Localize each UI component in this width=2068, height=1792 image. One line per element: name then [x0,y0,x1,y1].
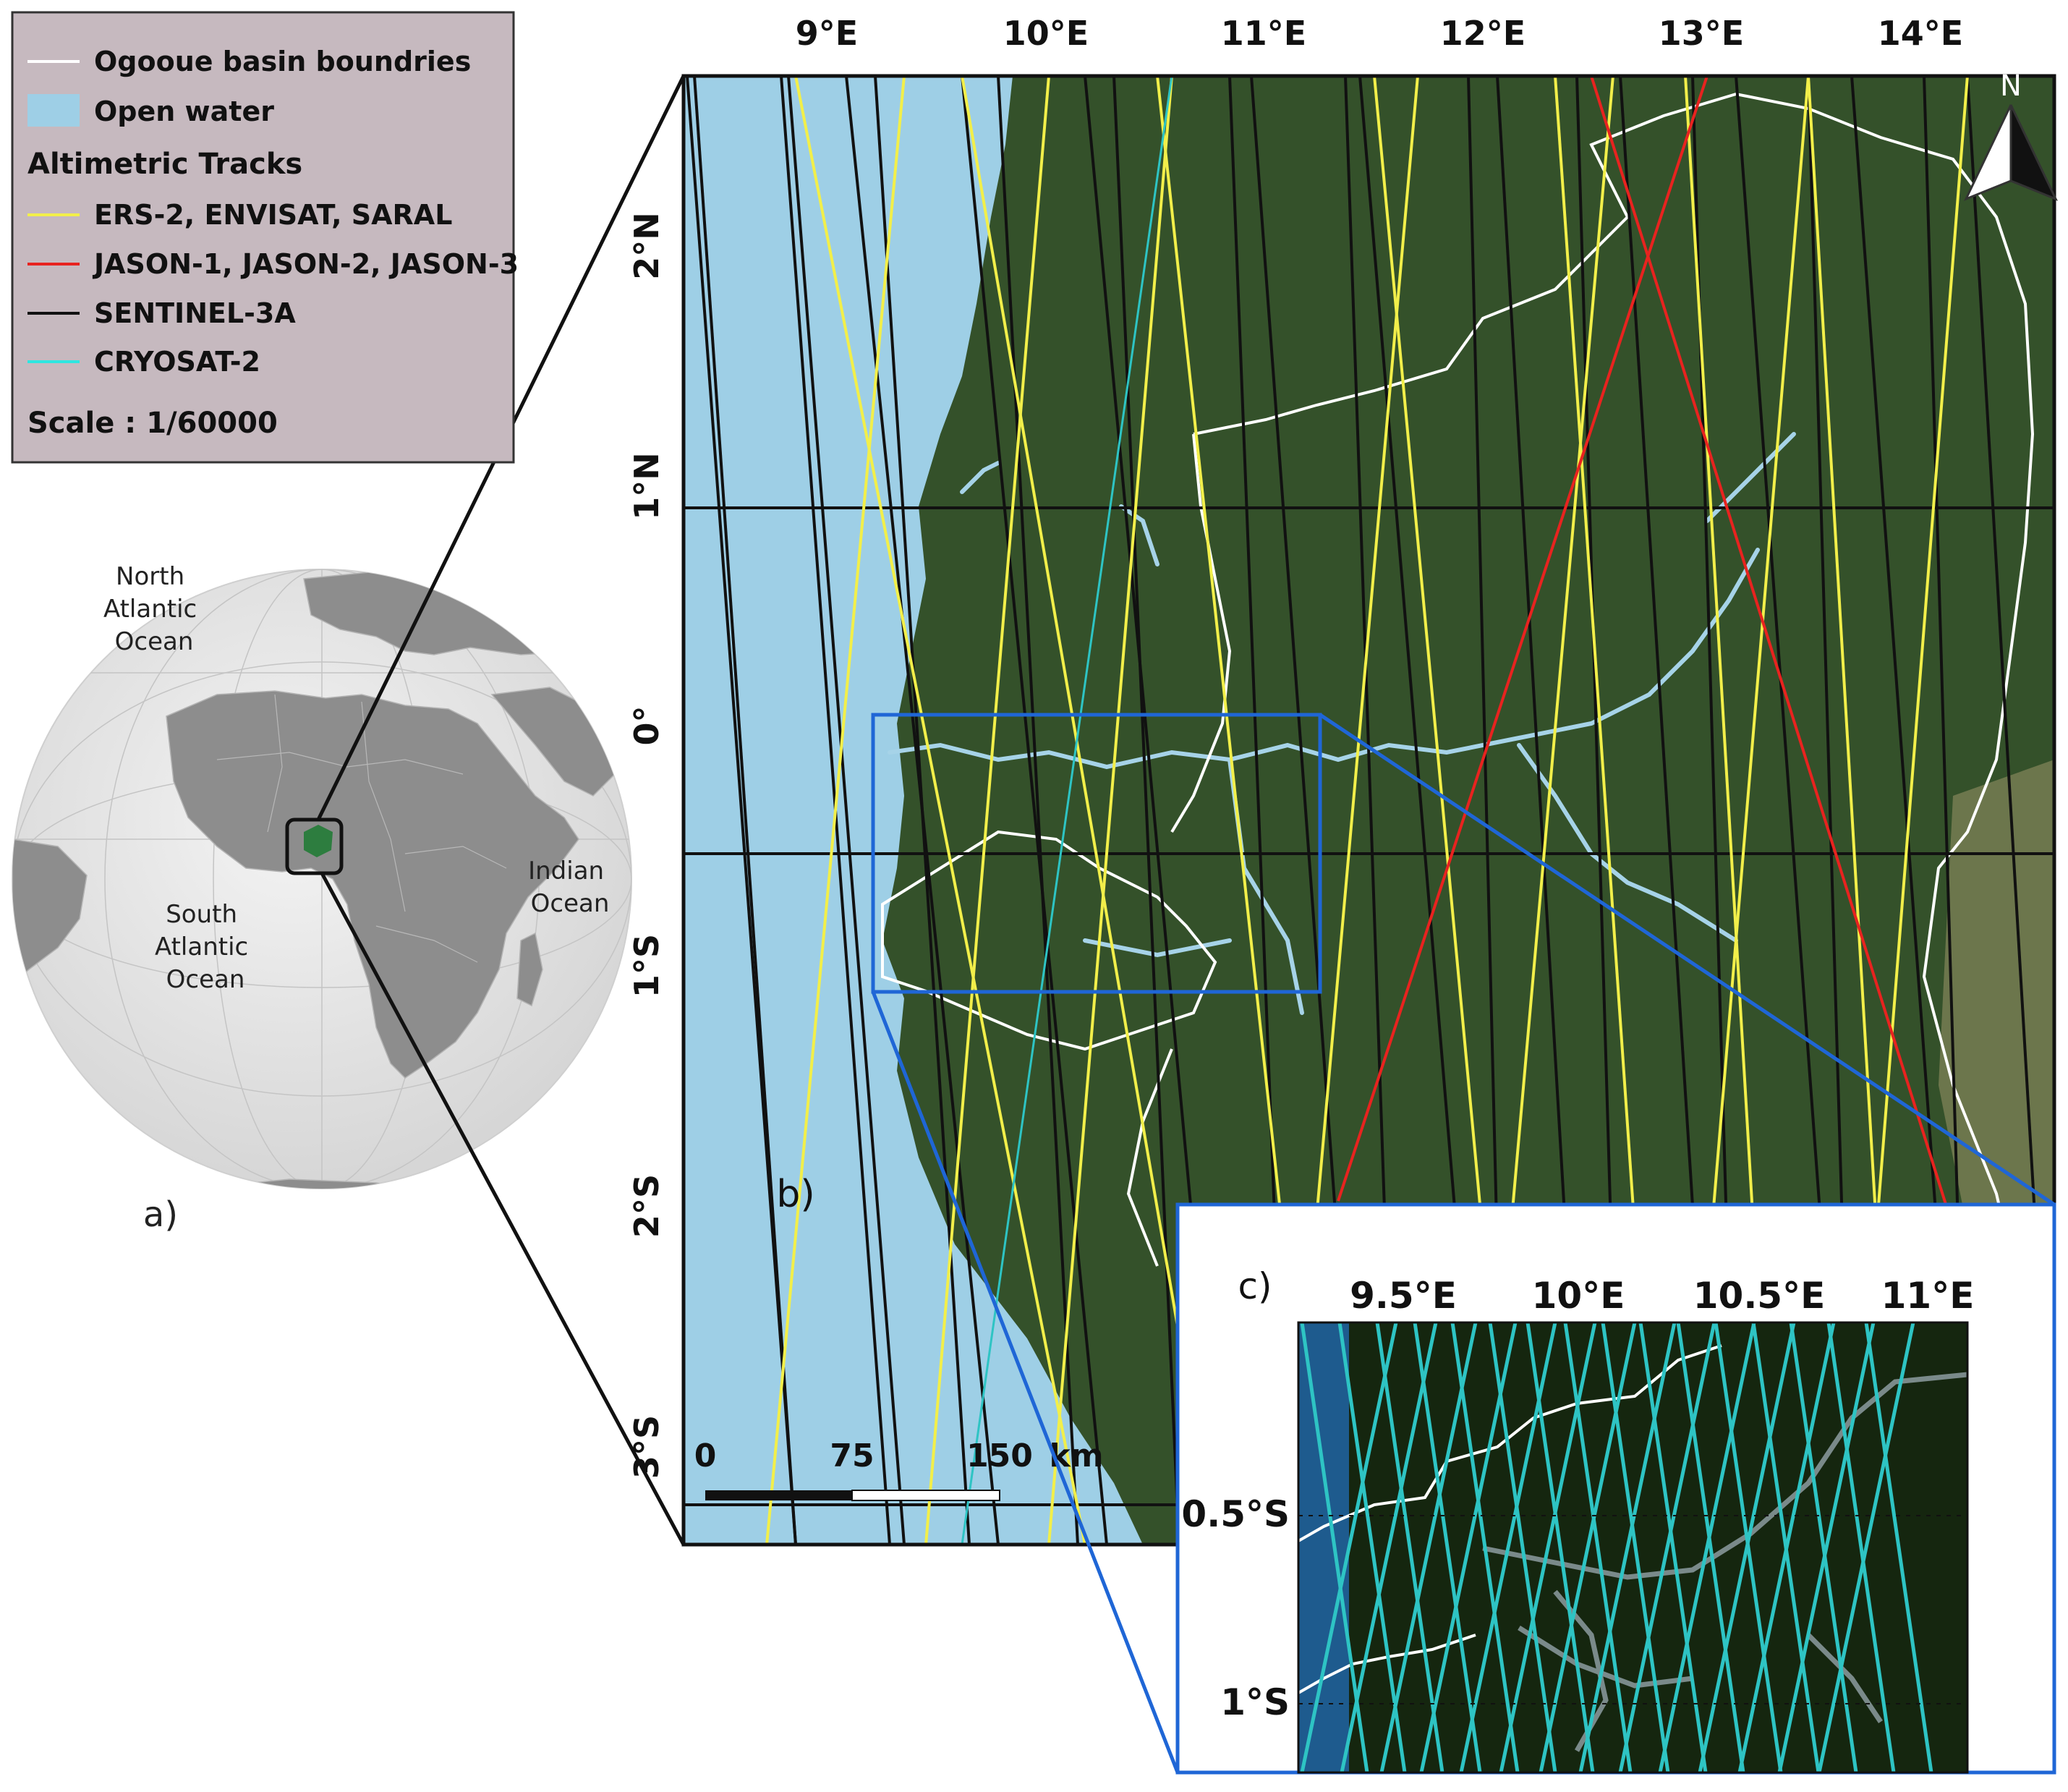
scale-bar: 0 75 150 km [694,1438,1104,1501]
north-arrow-label: N [2000,69,2022,103]
legend-swatch-water [27,94,80,127]
lon-tick-9e: 9°E [796,14,858,53]
ers-track-asc [1047,76,1173,1545]
ers-track-desc [961,76,1217,1545]
inset-track [1737,1322,1836,1772]
ocean-label-north-atlantic: North Atlantic Ocean [103,562,205,656]
inset-track [1698,1322,1796,1772]
inset-track [1676,1322,1745,1772]
lat-tick-1s: 1°S [627,934,666,998]
scale-bar-75: 75 [830,1438,874,1474]
ers-track-desc [794,76,1086,1545]
inset-track [1817,1322,1915,1772]
legend-label-basin: Ogooue basin boundries [94,46,471,77]
legend-heading-tracks: Altimetric Tracks [27,148,302,181]
zoom-connectors-b-c [871,713,2056,1773]
inset-lon-tick-10-5e: 10.5°E [1693,1275,1826,1317]
madagascar-shape [516,932,543,1007]
legend-label-cryosat: CRYOSAT-2 [94,346,260,378]
inset-track [1618,1322,1716,1772]
panel-c-inset: c) 9.5°E 10°E 10.5°E 11°E 0.5°S 1°S [1175,1202,2056,1775]
land-forest [882,76,2054,1545]
panel-b-label: b) [776,1173,814,1216]
lat-tick-1n: 1°N [627,452,666,520]
inset-track [1379,1322,1478,1772]
lat-tick-2s: 2°S [627,1174,666,1238]
inset-track [1450,1322,1520,1772]
legend-box: Ogooue basin boundries Open water Altime… [11,11,519,464]
panel-a-label: a) [143,1194,178,1235]
inset-cryosat-tracks [1300,1322,1933,1772]
inset-extent-box [871,713,1322,994]
inset-track [1375,1322,1444,1772]
cryosat-track [961,76,1173,1545]
lon-tick-10e: 10°E [1003,14,1089,53]
inset-track [1337,1322,1407,1772]
ocean-label-south-atlantic: South Atlantic Ocean [155,900,256,994]
africa-shape [166,690,579,1079]
lon-tick-11e: 11°E [1221,14,1306,53]
legend-label-jason: JASON-1, JASON-2, JASON-3 [92,248,519,280]
inset-track [1578,1322,1677,1772]
sentinel-track-desc [961,76,1108,1545]
globe-country-borders [216,694,507,963]
lon-tick-13e: 13°E [1659,14,1744,53]
north-arrow: N [1963,69,2059,201]
ers-track-asc [765,76,906,1545]
lon-tick-labels: 9°E 10°E 11°E 12°E 13°E 14°E [796,14,1963,53]
gabon-marker-fill [304,825,333,857]
scale-bar-150: 150 [966,1438,1033,1474]
inset-map-frame [1297,1321,1969,1774]
ers-track-asc [924,76,1050,1545]
panel-c-label: c) [1238,1265,1272,1307]
sentinel-track-asc [787,76,906,1545]
jason-track-desc [1590,76,1969,1274]
inset-track [1499,1322,1597,1772]
inset-track [1638,1322,1708,1772]
legend-label-water: Open water [94,95,274,127]
inset-track [1777,1322,1876,1772]
inset-gridlines [1298,1515,1967,1704]
inset-track [1419,1322,1518,1772]
sentinel-track-asc [874,76,971,1545]
lon-tick-14e: 14°E [1878,14,1963,53]
land-east-patch [1939,760,2054,1302]
gabon-locator-box [285,818,344,875]
legend-scale: Scale : 1/60000 [27,407,278,440]
inset-track [1413,1322,1482,1772]
inset-track [1459,1322,1557,1772]
inset-track [1826,1322,1896,1772]
legend-label-sentinel: SENTINEL-3A [94,297,296,329]
lat-tick-2n: 2°N [627,212,666,280]
sentinel-track-asc [997,76,1079,1545]
inset-track [1789,1322,1858,1772]
inset-track [1340,1322,1438,1772]
inset-lon-tick-11e: 11°E [1881,1275,1975,1317]
inset-lon-tick-10e: 10°E [1532,1275,1625,1317]
panel-a-globe: North Atlantic Ocean South Atlantic Ocea… [12,562,632,1235]
lat-tick-labels: 2°N 1°N 0° 1°S 2°S 3°S [627,212,666,1479]
inset-lat-tick-1s: 1°S [1220,1681,1290,1723]
legend-label-ers: ERS-2, ENVISAT, SARAL [94,199,452,231]
sentinel-track-asc [686,76,797,1545]
inset-lat-tick-0-5s: 0.5°S [1181,1493,1290,1535]
inset-ocean-strip [1298,1322,1349,1772]
inset-track [1601,1322,1670,1772]
lat-tick-0: 0° [627,705,666,745]
sentinel-track-asc [1112,76,1180,1545]
inset-track [1300,1322,1398,1772]
lat-tick-3s: 3°S [627,1415,666,1479]
scale-bar-0: 0 [694,1438,717,1474]
inset-lon-tick-9-5e: 9.5°E [1350,1275,1457,1317]
inset-track [1563,1322,1633,1772]
inset-track [1864,1322,1933,1772]
lon-tick-12e: 12°E [1440,14,1526,53]
ocean-label-indian: Indian Ocean [528,857,612,918]
inset-track [1658,1322,1756,1772]
antarctica-shape [216,1179,435,1189]
jason-track-asc [1337,76,1709,1202]
inset-track [1539,1322,1637,1772]
